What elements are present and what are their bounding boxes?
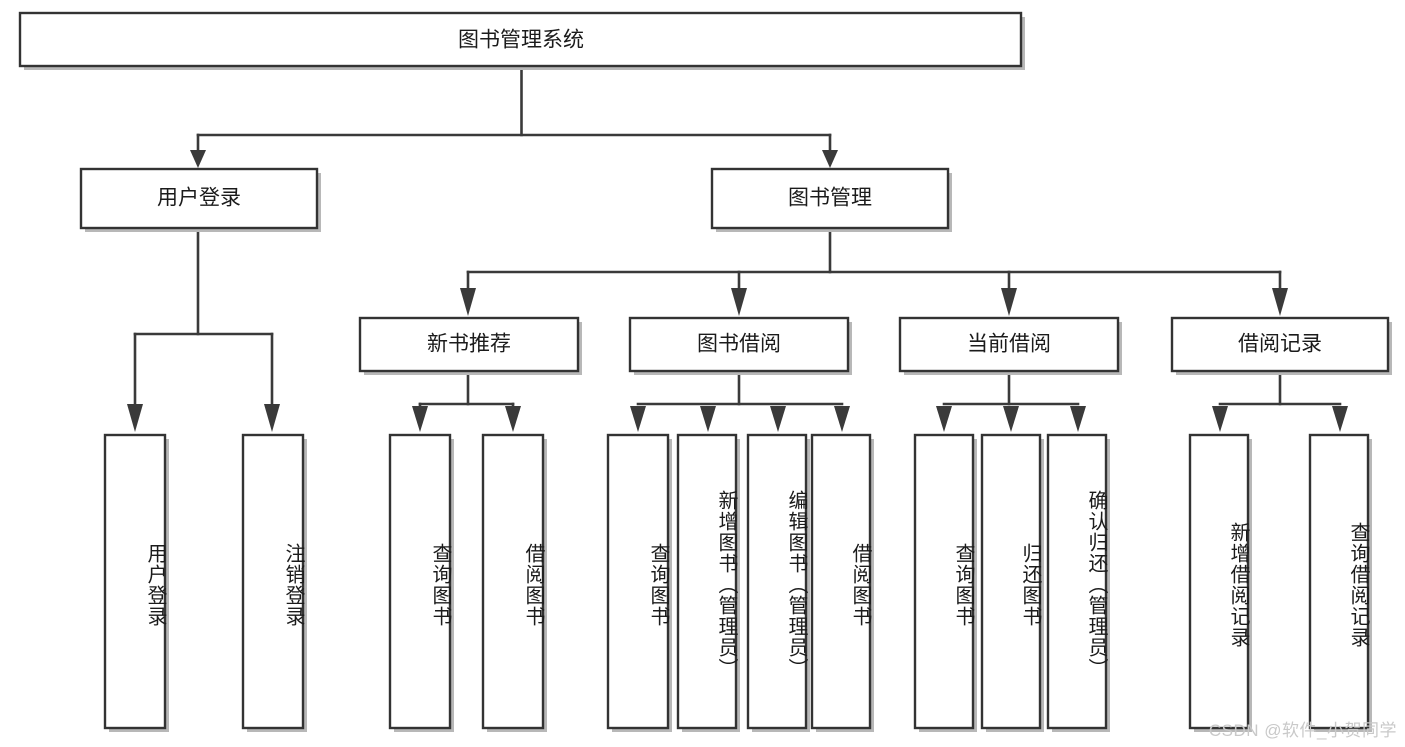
leaf-box-logout[interactable]	[241, 433, 305, 730]
arrow-to-book-borrow	[731, 288, 747, 316]
node-new-book-recommend-box[interactable]	[358, 316, 580, 373]
node-root-label: 图书管理系统	[458, 29, 584, 52]
node-book-borrow-label: 图书借阅	[697, 333, 781, 356]
arrow-to-user-login	[190, 150, 206, 168]
arrow-to-new-book	[460, 288, 476, 316]
arrow-leaf-book-borrow-3	[770, 406, 786, 432]
csdn-watermark: CSDN @软件_小贺同学	[1208, 721, 1397, 740]
arrow-to-current-borrow	[1001, 288, 1017, 316]
leaf-box-borrow-book-nb[interactable]	[481, 433, 545, 730]
arrow-leaf-current-borrow-3	[1070, 406, 1086, 432]
arrow-leaf-user-login-2	[264, 404, 280, 432]
arrow-leaf-current-borrow-1	[936, 406, 952, 432]
node-current-borrow-box[interactable]	[898, 316, 1120, 373]
leaf-box-query-book-cb[interactable]	[913, 433, 975, 730]
node-book-management-label: 图书管理	[788, 187, 872, 210]
node-book-borrow[interactable]: 图书借阅	[628, 316, 852, 375]
arrow-leaf-book-borrow-4	[834, 406, 850, 432]
arrow-leaf-new-book-2	[505, 406, 521, 432]
node-new-book-recommend-label: 新书推荐	[427, 333, 511, 356]
leaf-box-query-book-nb[interactable]	[388, 433, 452, 730]
node-user-login-box[interactable]	[79, 167, 319, 230]
node-user-login[interactable]: 用户登录	[79, 167, 321, 232]
leaf-box-user-login[interactable]	[103, 433, 167, 730]
node-current-borrow[interactable]: 当前借阅	[898, 316, 1122, 375]
arrow-leaf-borrow-record-1	[1212, 406, 1228, 432]
leaf-box-layer	[103, 433, 1372, 732]
leaf-box-edit-book-admin[interactable]	[746, 433, 808, 730]
leaf-box-query-borrow-record[interactable]	[1308, 433, 1370, 730]
leaf-box-add-borrow-record[interactable]	[1188, 433, 1250, 730]
arrow-leaf-borrow-record-2	[1332, 406, 1348, 432]
leaf-box-confirm-return-admin[interactable]	[1046, 433, 1108, 730]
arrow-leaf-current-borrow-2	[1003, 406, 1019, 432]
arrow-to-book-mgmt	[822, 150, 838, 168]
node-book-management[interactable]: 图书管理	[710, 167, 952, 232]
leaf-box-borrow-book-bb[interactable]	[810, 433, 872, 730]
leaf-box-add-book-admin[interactable]	[676, 433, 738, 730]
node-user-login-label: 用户登录	[157, 187, 241, 210]
node-root-box[interactable]	[18, 11, 1023, 68]
node-borrow-record-label: 借阅记录	[1238, 333, 1322, 356]
node-current-borrow-label: 当前借阅	[967, 333, 1051, 356]
arrow-leaf-user-login-1	[127, 404, 143, 432]
arrow-leaf-book-borrow-2	[700, 406, 716, 432]
arrow-leaf-new-book-1	[412, 406, 428, 432]
connector-layer	[127, 66, 1348, 432]
leaf-box-query-book-bb[interactable]	[606, 433, 670, 730]
node-book-management-box[interactable]	[710, 167, 950, 230]
node-borrow-record-box[interactable]	[1170, 316, 1390, 373]
arrow-to-borrow-record	[1272, 288, 1288, 316]
leaf-box-return-book[interactable]	[980, 433, 1042, 730]
node-root[interactable]: 图书管理系统	[18, 11, 1025, 70]
node-borrow-record[interactable]: 借阅记录	[1170, 316, 1392, 375]
node-book-borrow-box[interactable]	[628, 316, 850, 373]
arrow-leaf-book-borrow-1	[630, 406, 646, 432]
node-new-book-recommend[interactable]: 新书推荐	[358, 316, 582, 375]
